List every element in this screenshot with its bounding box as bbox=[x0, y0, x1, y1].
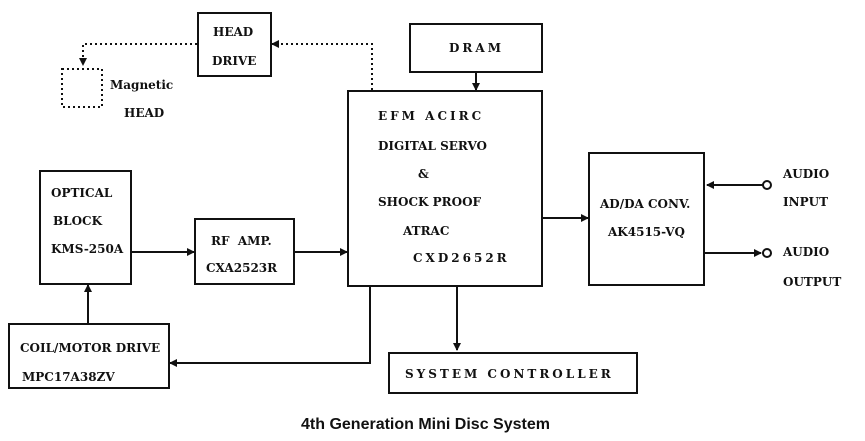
main-ic-label-shock: SHOCK PROOF bbox=[378, 195, 482, 209]
optical-block-label-3: KMS-250A bbox=[51, 242, 124, 256]
head-drive-label-1: HEAD bbox=[213, 25, 254, 39]
optical-block-label-1: OPTICAL bbox=[51, 186, 113, 200]
main-ic-label-atrac: ATRAC bbox=[403, 224, 450, 238]
adda-label-2: AK4515-VQ bbox=[608, 225, 686, 239]
ic-to-coil-line bbox=[169, 287, 371, 367]
coil-motor-drive-block bbox=[8, 323, 170, 389]
audio-output-terminal bbox=[762, 248, 772, 258]
rf-amp-label-2: CXA2523R bbox=[206, 261, 278, 275]
magnetic-head-label-2: HEAD bbox=[124, 106, 165, 120]
magnetic-head-label-1: Magnetic bbox=[110, 78, 174, 92]
head-drive-label-2: DRIVE bbox=[212, 54, 257, 68]
figure-caption: 4th Generation Mini Disc System bbox=[301, 416, 550, 433]
coil-motor-label-2: MPC17A38ZV bbox=[22, 370, 115, 384]
audio-input-label-2: INPUT bbox=[783, 195, 828, 209]
rf-amp-label-1: RF AMP. bbox=[211, 234, 272, 248]
main-ic-label-efm: EFM ACIRC bbox=[378, 109, 485, 123]
optical-block-label-2: BLOCK bbox=[53, 214, 103, 228]
adda-label-1: AD/DA CONV. bbox=[600, 197, 691, 211]
dram-label: DRAM bbox=[449, 41, 504, 55]
audio-input-terminal bbox=[762, 180, 772, 190]
adda-block bbox=[588, 152, 705, 286]
rf-amp-block bbox=[194, 218, 295, 285]
dram-block bbox=[409, 23, 543, 73]
head-drive-to-magnetic-line bbox=[79, 43, 197, 66]
main-ic-label-servo: DIGITAL SERVO bbox=[378, 139, 487, 153]
audio-output-label-1: AUDIO bbox=[783, 245, 830, 259]
magnetic-head-box bbox=[61, 68, 103, 108]
system-controller-block bbox=[388, 352, 638, 394]
main-ic-label-amp: & bbox=[418, 167, 429, 181]
audio-output-label-2: OUTPUT bbox=[783, 275, 842, 289]
main-ic-label-part: CXD2652R bbox=[413, 251, 510, 265]
main-ic-block bbox=[347, 90, 543, 287]
optical-block bbox=[39, 170, 132, 285]
audio-input-label-1: AUDIO bbox=[783, 167, 830, 181]
head-drive-block bbox=[197, 12, 272, 77]
ic-to-head-drive-line bbox=[271, 40, 373, 90]
coil-motor-label-1: COIL/MOTOR DRIVE bbox=[20, 341, 161, 355]
system-controller-label: SYSTEM CONTROLLER bbox=[405, 367, 614, 381]
